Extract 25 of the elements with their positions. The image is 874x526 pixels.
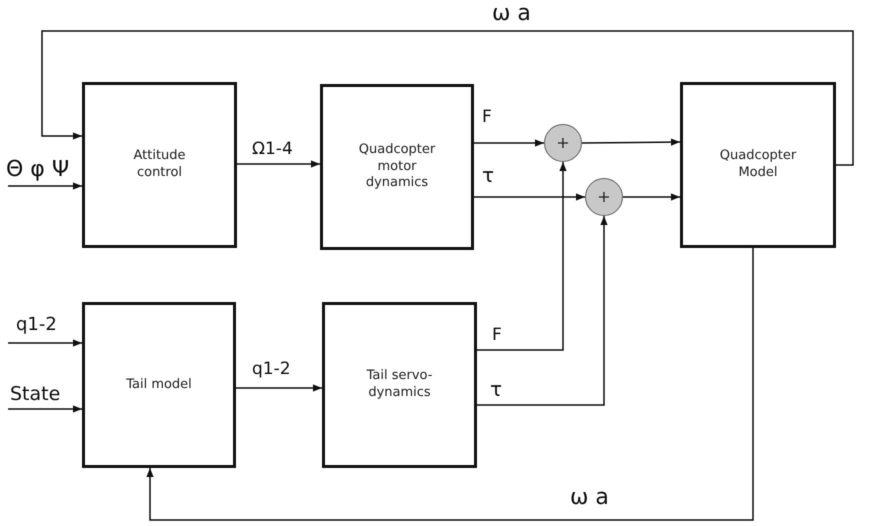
arrow: [8, 405, 82, 413]
arrow: [41, 30, 854, 166]
arrow: [236, 384, 322, 392]
process-block: [82, 302, 236, 468]
arrow: [8, 182, 82, 190]
process-block: [680, 82, 836, 248]
summing-junction: +: [544, 124, 582, 162]
block-label: Quadcopter motor dynamics: [358, 142, 436, 192]
summing-junction: +: [585, 178, 623, 216]
arrow: [474, 193, 585, 201]
arrow: [237, 160, 320, 168]
arrow: [477, 162, 567, 351]
arrow: [582, 138, 680, 146]
arrow: [477, 216, 608, 406]
process-block: [320, 84, 474, 250]
block-label: Tail model: [125, 376, 193, 394]
block-label: Attitude control: [132, 148, 187, 182]
block-label: Quadcopter Model: [718, 148, 798, 182]
block-label: Tail servo-dynamics: [366, 368, 434, 402]
process-block: [82, 82, 237, 248]
arrow: [623, 193, 680, 201]
arrow: [474, 139, 544, 147]
process-block: [322, 302, 477, 468]
arrow: [8, 339, 82, 347]
arrow: [146, 248, 754, 521]
